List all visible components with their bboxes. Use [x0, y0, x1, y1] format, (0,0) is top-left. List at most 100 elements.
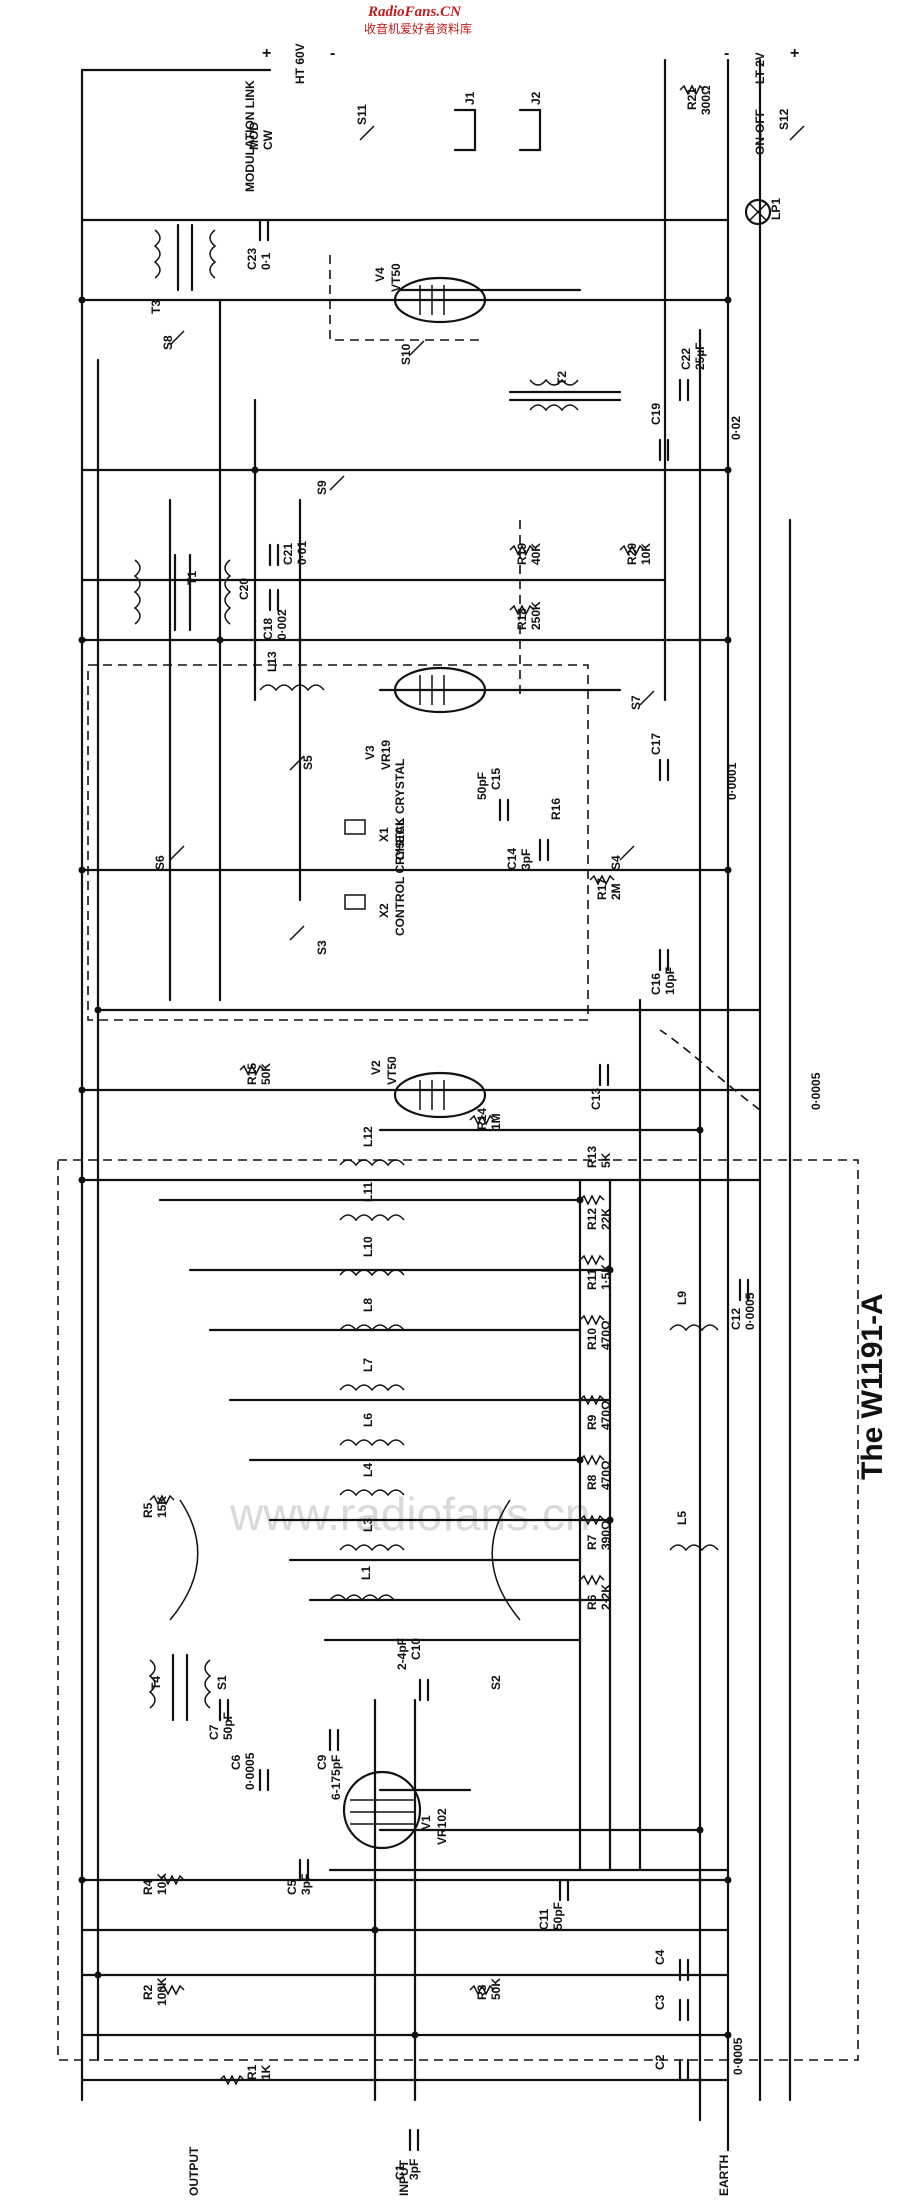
watermark-center: www.radiofans.cn	[229, 1488, 591, 1540]
c15-value: 50pF	[475, 772, 489, 800]
coil-l10-label: L10	[361, 1236, 375, 1257]
valve-v3-ref: V3	[363, 745, 377, 760]
c7-value: 50pF	[221, 1712, 235, 1740]
resistor-labels: R1 1K R2 100K R3 50K R4 10K R5 15K R6 2·…	[141, 85, 713, 2080]
watermark-site: RadioFans.CN	[367, 4, 462, 20]
c4-ref: C4	[653, 1949, 667, 1965]
lt-voltage-label: LT 2V	[753, 52, 767, 84]
valve-v3: V3 VR19	[363, 666, 487, 770]
transformer-t2: T2	[508, 371, 622, 412]
c18-ref: C18	[261, 618, 275, 640]
c19-ref: C19	[649, 403, 663, 425]
r8-value: 470Ω	[599, 1460, 613, 1490]
r10-ref: R10	[585, 1328, 599, 1350]
coil-l9-label: L9	[675, 1291, 689, 1305]
crystal-x1-label: CHECK CRYSTAL	[393, 759, 407, 860]
coil-l7-label: L7	[361, 1358, 375, 1372]
r15-value: 50K	[259, 1063, 273, 1085]
jack-j2-label: J2	[529, 91, 543, 105]
c23-ref: C23	[245, 248, 259, 270]
switch-s11-label: S11	[355, 104, 369, 125]
valve-v1-type: VR102	[435, 1808, 449, 1845]
c14-value: 3pF	[519, 849, 533, 870]
c16-ref: C16	[649, 973, 663, 995]
coil-l12-label: L12	[361, 1126, 375, 1147]
crystals: X1 CHECK CRYSTAL X2 CONTROL CRYSTAL	[344, 759, 407, 936]
r13-ref: R13	[585, 1146, 599, 1168]
c1-ref: C1	[393, 2164, 407, 2180]
on-off-label: ON-OFF	[753, 109, 767, 155]
switch-labels: S1 S2 S3 S4 S5 S6 S7 S8 S9 S10 S11 S12	[153, 104, 791, 1690]
switch-s6-label: S6	[153, 855, 167, 870]
c2-c4-value: 0·0005	[731, 2037, 745, 2075]
coil-bank: L1 L3 L4 L5 L6 L7 L8 L9 L10 L11 L12 L13	[259, 651, 719, 1602]
coil-l11-label: L11	[361, 1182, 375, 1202]
r20-value: 10K	[639, 543, 653, 565]
r12-ref: R12	[585, 1208, 599, 1230]
r3-value: 50K	[489, 1978, 503, 2000]
r5-ref: R5	[141, 1502, 155, 1518]
switch-s12-label: S12	[777, 108, 791, 130]
c11-ref: C11	[537, 1908, 551, 1930]
jack-j1-label: J1	[463, 91, 477, 105]
switch-s10-label: S10	[399, 343, 413, 365]
r17-value: 2M	[609, 883, 623, 900]
ht-plus-terminal: +	[262, 45, 271, 62]
switch-contacts	[169, 125, 805, 1621]
c2-ref: C2	[653, 2054, 667, 2070]
transformer-t4-label: T4	[149, 1676, 163, 1690]
terminal-labels: + - HT 60V - + LT 2V OUTPUT INPUT EARTH …	[187, 43, 799, 2196]
mod-label: MOD	[247, 122, 261, 150]
r2-value: 100K	[155, 1977, 169, 2006]
r4-value: 10K	[155, 1873, 169, 1895]
switch-s9-label: S9	[315, 480, 329, 495]
c20-ref: C20	[237, 578, 251, 600]
r15-ref: R15	[245, 1063, 259, 1085]
c21-ref: C21	[281, 543, 295, 565]
transformer-t2-label: T2	[555, 371, 569, 385]
c21-value: 0·01	[295, 541, 309, 565]
watermark-chinese: 收音机爱好者资料库	[364, 21, 472, 36]
r14-ref: R14	[475, 1108, 489, 1130]
c9-ref: C9	[315, 1754, 329, 1770]
r17-ref: R17	[595, 878, 609, 900]
r7-value: 390Ω	[599, 1520, 613, 1550]
switch-s5-label: S5	[301, 755, 315, 770]
r16-ref: R16	[549, 798, 563, 820]
c10-value: 2-4pF	[395, 1638, 409, 1670]
r10-value: 470Ω	[599, 1320, 613, 1350]
r4-ref: R4	[141, 1879, 155, 1895]
lt-plus-terminal: +	[790, 45, 799, 62]
transformer-t4: T4	[148, 1653, 212, 1722]
r12-value: 22K	[599, 1208, 613, 1230]
c11-value: 50pF	[551, 1902, 565, 1930]
ht-voltage-label: HT 60V	[293, 43, 307, 84]
valve-v2-type: VT50	[385, 1056, 399, 1085]
transformer-t3-label: T3	[149, 300, 163, 314]
r3-ref: R3	[475, 1984, 489, 2000]
r18-value: 250K	[529, 601, 543, 630]
junction-dots	[78, 296, 732, 2039]
r6-ref: R6	[585, 1594, 599, 1610]
c22-ref: C22	[679, 348, 693, 370]
crystal-x1-ref: X1	[377, 827, 391, 842]
valve-v4: V4 VT50	[373, 263, 487, 324]
c13-value: 0·0005	[809, 1072, 823, 1110]
input-terminal: INPUT	[397, 2159, 411, 2196]
c23-value: 0·1	[259, 252, 273, 270]
r14-value: 1M	[489, 1113, 503, 1130]
modulation-link-label: MODULATION LINK	[243, 80, 257, 192]
c5-ref: C5	[285, 1879, 299, 1895]
r19-ref: R19	[515, 543, 529, 565]
crystal-x2-ref: X2	[377, 903, 391, 918]
switch-s8-label: S8	[161, 335, 175, 350]
c12-ref: C12	[729, 1308, 743, 1330]
r6-value: 2·2K	[599, 1584, 613, 1610]
c17-ref: C17	[649, 733, 663, 755]
r8-ref: R8	[585, 1474, 599, 1490]
valve-v1-ref: V1	[419, 1815, 433, 1830]
r11-ref: R11	[585, 1268, 599, 1290]
lt-minus-terminal: -	[724, 45, 729, 62]
earth-terminal: EARTH	[717, 2155, 731, 2196]
